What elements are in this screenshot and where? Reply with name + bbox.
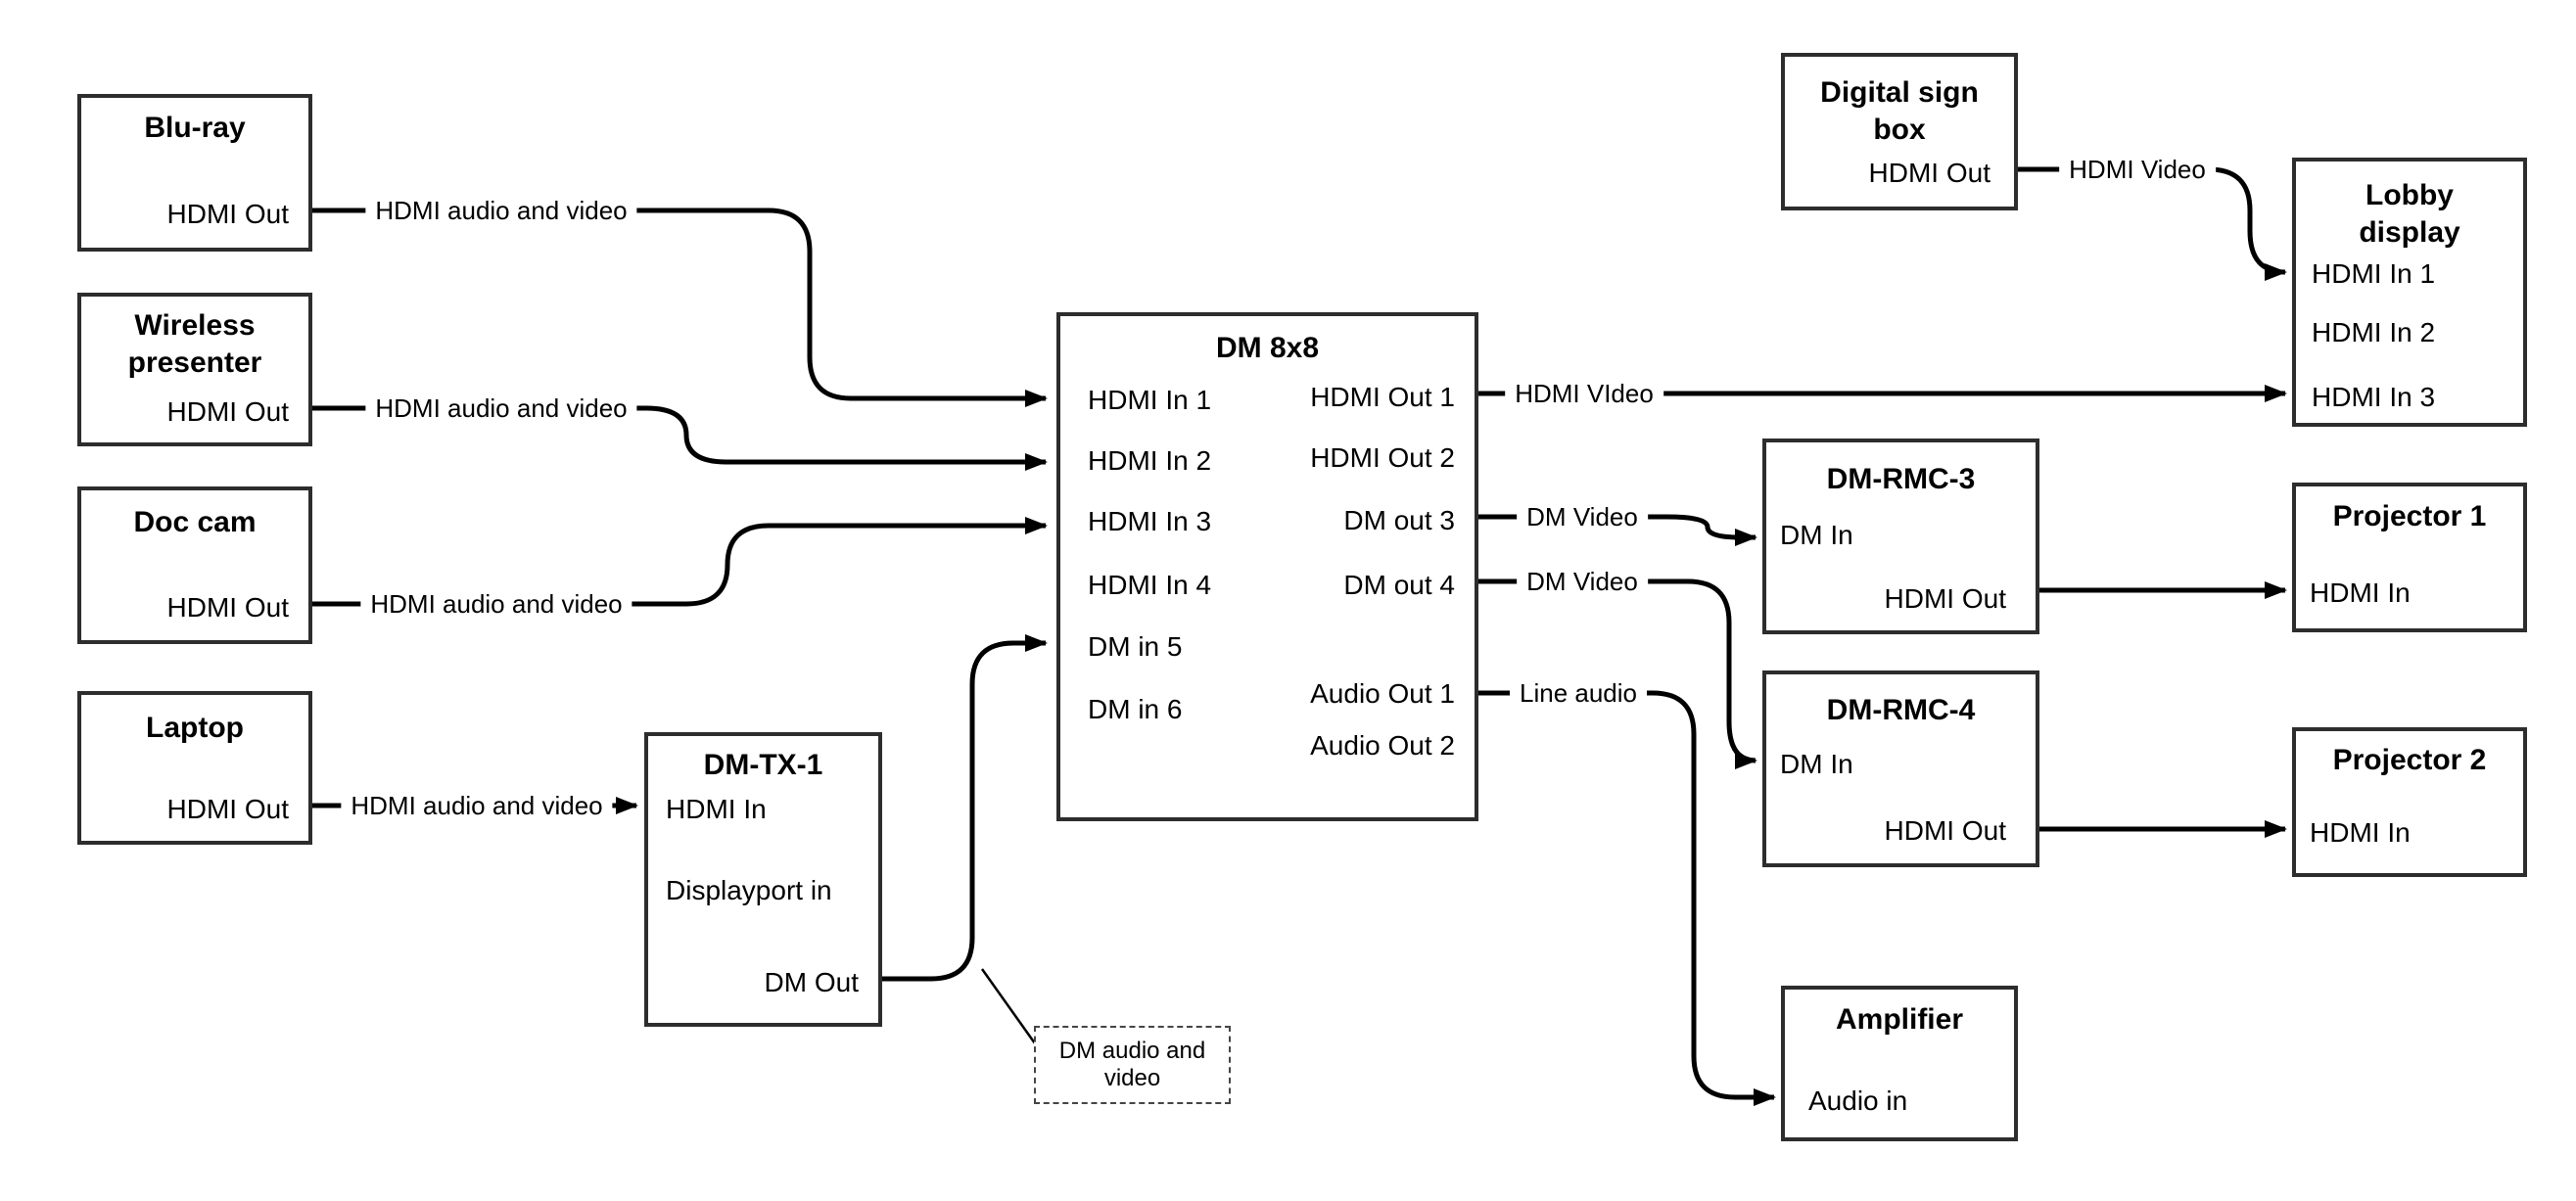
port-hdmi-in-3: HDMI In 3 bbox=[2312, 382, 2436, 412]
node-dm-tx-1: DM-TX-1 HDMI In Displayport in DM Out bbox=[644, 732, 882, 1027]
callout-text: DM audio and video bbox=[1058, 1038, 1206, 1091]
port-dm-out: DM Out bbox=[764, 967, 859, 997]
port-hdmi-in-1: HDMI In 1 bbox=[1088, 385, 1212, 415]
port-dm-in-6: DM in 6 bbox=[1088, 694, 1183, 724]
port-dm-out-3: DM out 3 bbox=[1343, 505, 1455, 535]
wire-digitalsign-to-lobby-hdmi-in-1 bbox=[2018, 166, 2287, 281]
wire-label-dm-video-out4: DM Video bbox=[1517, 567, 1648, 596]
node-title: DM-RMC-4 bbox=[1826, 694, 1976, 726]
port-hdmi-out-1: HDMI Out 1 bbox=[1310, 382, 1455, 412]
node-title: Lobby display bbox=[2359, 179, 2460, 249]
port-hdmi-out: HDMI Out bbox=[166, 794, 289, 824]
node-title: DM 8x8 bbox=[1215, 332, 1320, 364]
wire-dm8x8-dm-out-4-to-dmrmc4-dm-in bbox=[1478, 578, 1757, 769]
port-audio-out-2: Audio Out 2 bbox=[1310, 730, 1455, 761]
port-hdmi-out: HDMI Out bbox=[1884, 583, 2006, 614]
port-dm-in: DM In bbox=[1780, 520, 1853, 550]
node-title: Wireless presenter bbox=[127, 309, 262, 379]
port-hdmi-in-2: HDMI In 2 bbox=[1088, 445, 1212, 476]
port-audio-in: Audio in bbox=[1808, 1086, 1908, 1116]
port-hdmi-out: HDMI Out bbox=[166, 199, 289, 229]
wire-label-hdmi-audio-video-3: HDMI audio and video bbox=[360, 589, 632, 619]
wire-doccam-to-dm8x8-hdmi-in-3 bbox=[312, 517, 1048, 607]
node-laptop: Laptop HDMI Out bbox=[77, 691, 312, 845]
node-dm-rmc-3: DM-RMC-3 DM In HDMI Out bbox=[1762, 439, 2039, 634]
node-title: Amplifier bbox=[1835, 1003, 1964, 1036]
node-lobby-display: Lobby display HDMI In 1 HDMI In 2 HDMI I… bbox=[2292, 158, 2527, 427]
port-hdmi-in-4: HDMI In 4 bbox=[1088, 570, 1212, 600]
port-hdmi-in: HDMI In bbox=[2310, 577, 2411, 608]
node-dm-8x8: DM 8x8 HDMI In 1 HDMI In 2 HDMI In 3 HDM… bbox=[1056, 312, 1478, 821]
callout-leader-line bbox=[980, 968, 1037, 1044]
port-hdmi-in-1: HDMI In 1 bbox=[2312, 258, 2436, 289]
node-wireless-presenter: Wireless presenter HDMI Out bbox=[77, 293, 312, 446]
node-title: DM-RMC-3 bbox=[1826, 463, 1976, 495]
port-hdmi-in-2: HDMI In 2 bbox=[2312, 317, 2436, 347]
port-hdmi-out-2: HDMI Out 2 bbox=[1310, 442, 1455, 473]
node-title: Digital sign box bbox=[1820, 76, 1979, 146]
wire-label-hdmi-video-out1: HDMI VIdeo bbox=[1505, 379, 1663, 408]
wire-bluray-to-dm8x8-hdmi-in-1 bbox=[312, 208, 1048, 407]
node-title: Doc cam bbox=[133, 506, 257, 538]
wire-label-hdmi-video-digitalsign: HDMI Video bbox=[2059, 155, 2216, 184]
port-dm-in-5: DM in 5 bbox=[1088, 631, 1183, 662]
node-title: Projector 2 bbox=[2332, 744, 2487, 776]
port-dm-out-4: DM out 4 bbox=[1343, 570, 1455, 600]
node-title: Laptop bbox=[146, 712, 244, 744]
port-hdmi-out: HDMI Out bbox=[1884, 815, 2006, 846]
port-hdmi-in: HDMI In bbox=[666, 794, 767, 824]
wire-label-hdmi-audio-video-1: HDMI audio and video bbox=[365, 196, 637, 225]
wire-label-hdmi-audio-video-4: HDMI audio and video bbox=[341, 791, 613, 820]
port-hdmi-out: HDMI Out bbox=[1868, 158, 1991, 188]
port-audio-out-1: Audio Out 1 bbox=[1310, 678, 1455, 709]
port-hdmi-out: HDMI Out bbox=[166, 396, 289, 427]
port-displayport-in: Displayport in bbox=[666, 875, 832, 905]
node-projector-2: Projector 2 HDMI In bbox=[2292, 727, 2527, 877]
wire-wireless-to-dm8x8-hdmi-in-2 bbox=[312, 405, 1048, 471]
wire-label-line-audio: Line audio bbox=[1510, 678, 1647, 708]
node-title: DM-TX-1 bbox=[703, 749, 823, 781]
callout-dm-audio-and-video: DM audio and video bbox=[1034, 1026, 1231, 1104]
node-projector-1: Projector 1 HDMI In bbox=[2292, 483, 2527, 632]
node-dm-rmc-4: DM-RMC-4 DM In HDMI Out bbox=[1762, 670, 2039, 867]
wire-dmtx1-dm-out-to-dm8x8-dm-in-5 bbox=[882, 634, 1048, 982]
wire-dm8x8-dm-out-3-to-dmrmc3-dm-in bbox=[1478, 514, 1757, 546]
wire-label-hdmi-audio-video-2: HDMI audio and video bbox=[365, 393, 637, 423]
port-dm-in: DM In bbox=[1780, 749, 1853, 779]
port-hdmi-in-3: HDMI In 3 bbox=[1088, 506, 1212, 536]
wire-label-dm-video-out3: DM Video bbox=[1517, 502, 1648, 531]
node-title: Blu-ray bbox=[144, 112, 246, 144]
port-hdmi-out: HDMI Out bbox=[166, 592, 289, 623]
wire-dm8x8-audio-out-1-to-amplifier-audio-in bbox=[1478, 690, 1776, 1106]
port-hdmi-in: HDMI In bbox=[2310, 817, 2411, 848]
node-doc-cam: Doc cam HDMI Out bbox=[77, 486, 312, 644]
node-bluray: Blu-ray HDMI Out bbox=[77, 94, 312, 252]
node-amplifier: Amplifier Audio in bbox=[1781, 986, 2018, 1141]
node-title: Projector 1 bbox=[2332, 500, 2487, 532]
node-digital-sign-box: Digital sign box HDMI Out bbox=[1781, 53, 2018, 210]
